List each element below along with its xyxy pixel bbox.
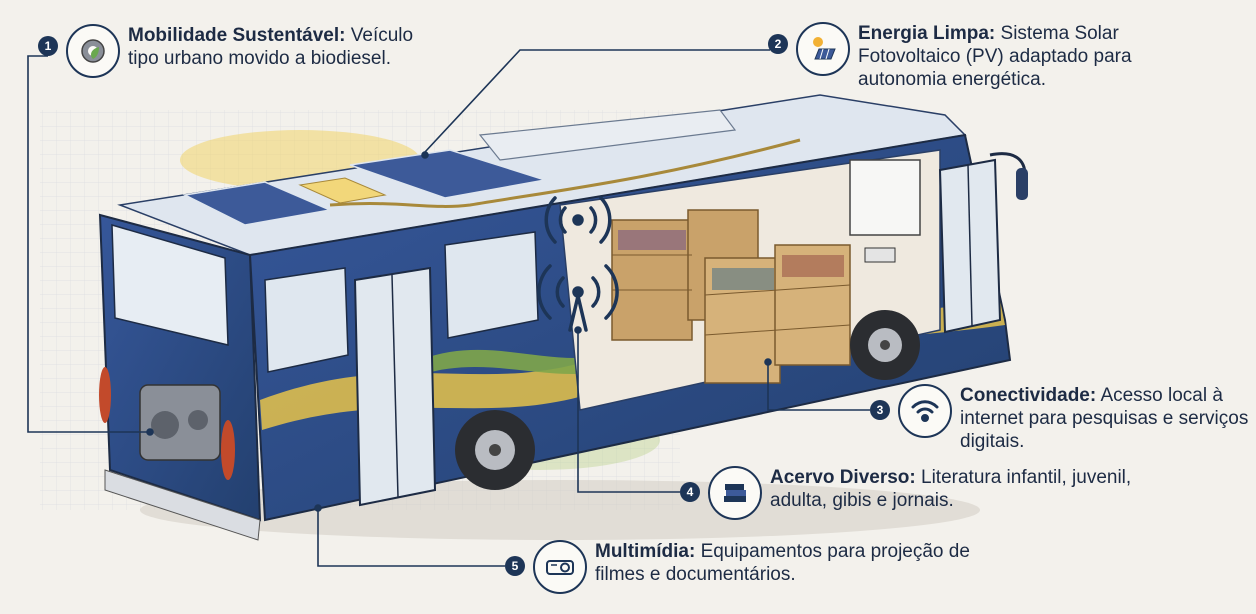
front-wheel <box>850 310 920 380</box>
projector-device <box>864 247 896 263</box>
callout-number: 2 <box>768 34 788 54</box>
callout-title: Energia Limpa: <box>858 23 996 44</box>
callout-text: Equipamentos para projeção de filmes e d… <box>595 541 970 585</box>
callout-number: 1 <box>38 36 58 56</box>
wifi-signal-graphic <box>537 196 619 332</box>
solar-cable <box>329 138 801 208</box>
solar-panel-icon <box>796 22 850 76</box>
solar-panels <box>182 149 546 226</box>
rear-wheel <box>455 410 535 490</box>
callout-multimedia: 5 Multimídia: Equipamentos para projeção… <box>505 540 975 594</box>
callout-title: Acervo Diverso: <box>770 467 916 488</box>
callout-text: Literatura infantil, juvenil, adulta, gi… <box>770 467 1132 511</box>
mirror-glass <box>1016 168 1028 200</box>
callout-number: 5 <box>505 556 525 576</box>
callout-number: 3 <box>870 400 890 420</box>
callout-title: Mobilidade Sustentável: <box>128 25 346 46</box>
gear-leaf-icon <box>66 24 120 78</box>
rear-bumper <box>104 469 261 541</box>
callout-text: Sistema Solar Fotovoltaico (PV) adaptado… <box>858 23 1132 90</box>
callout-number: 4 <box>680 482 700 502</box>
connector-lines <box>27 49 870 567</box>
rear-window <box>111 223 229 346</box>
callout-clean-energy: 2 Energia Limpa: Sistema Solar Fotovolta… <box>768 22 1188 91</box>
callout-title: Conectividade: <box>960 385 1097 406</box>
rear-light-right <box>221 420 235 480</box>
projector-icon <box>533 540 587 594</box>
callout-text: Veículo tipo urbano movido a biodiesel. <box>128 25 414 69</box>
books-icon <box>708 466 762 520</box>
callout-text: Acesso local à internet para pesquisas e… <box>960 385 1249 452</box>
side-window-1 <box>264 267 349 373</box>
rear-light-left <box>99 367 111 423</box>
air-conditioning-unit <box>478 109 737 161</box>
side-window-2 <box>444 231 539 339</box>
callout-connectivity: 3 Conectividade: Acesso local à internet… <box>870 384 1256 453</box>
bookshelves <box>611 209 851 384</box>
engine <box>139 384 221 461</box>
callout-diverse-collection: 4 Acervo Diverso: Literatura infantil, j… <box>680 466 1190 520</box>
wifi-icon <box>898 384 952 438</box>
projector-screen <box>849 159 921 236</box>
callout-title: Multimídia: <box>595 541 696 562</box>
callout-sustainable-mobility: 1 Mobilidade Sustentável: Veículo tipo u… <box>38 24 418 78</box>
